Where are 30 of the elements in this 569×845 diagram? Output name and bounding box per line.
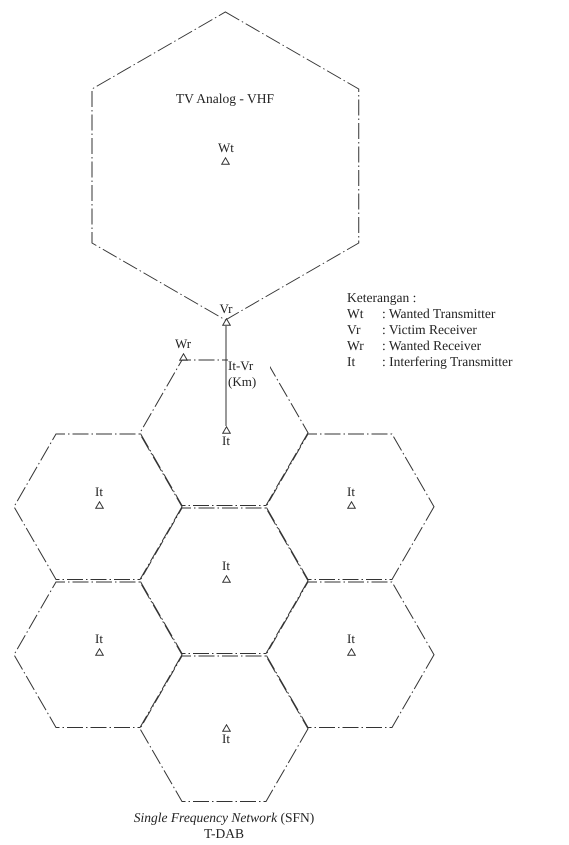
cell-title: TV Analog - VHF bbox=[176, 92, 274, 106]
edge-label: It-Vr (Km) bbox=[228, 358, 270, 390]
station-label: It bbox=[222, 732, 230, 746]
abbreviation: It bbox=[347, 355, 356, 369]
diagram-caption: Single Frequency Network (SFN) bbox=[134, 811, 314, 825]
station-label: Vr bbox=[220, 302, 232, 316]
hexagon-cell bbox=[265, 433, 435, 581]
abbreviation-description: : Victim Receiver bbox=[382, 323, 477, 337]
station-label: It bbox=[347, 484, 355, 499]
abbreviation-description: : Interfering Transmitter bbox=[382, 355, 512, 369]
hexagon-cell bbox=[265, 581, 435, 729]
station-label: Wr bbox=[174, 337, 192, 351]
hexagon-cell bbox=[139, 359, 309, 507]
station-label: It bbox=[347, 632, 355, 646]
station-label: It bbox=[222, 434, 230, 448]
station-label: It bbox=[95, 632, 103, 646]
hexagon-cell bbox=[139, 507, 309, 655]
hexagon-cell bbox=[13, 433, 183, 581]
station-label: Wt bbox=[218, 141, 234, 155]
abbreviation-description: : Wanted Transmitter bbox=[382, 307, 496, 321]
abbreviation: Wr bbox=[347, 339, 364, 353]
abbreviation: Vr bbox=[347, 323, 360, 337]
hexagon-cell bbox=[139, 655, 309, 803]
station-label: It bbox=[222, 558, 230, 573]
station-label: It bbox=[95, 484, 103, 499]
abbreviation-description: : Wanted Receiver bbox=[382, 339, 482, 353]
abbreviation: Wt bbox=[347, 307, 364, 321]
diagram-caption: T-DAB bbox=[204, 827, 244, 841]
hexagon-cell bbox=[13, 581, 183, 729]
legend-heading: Keterangan : bbox=[347, 291, 416, 305]
